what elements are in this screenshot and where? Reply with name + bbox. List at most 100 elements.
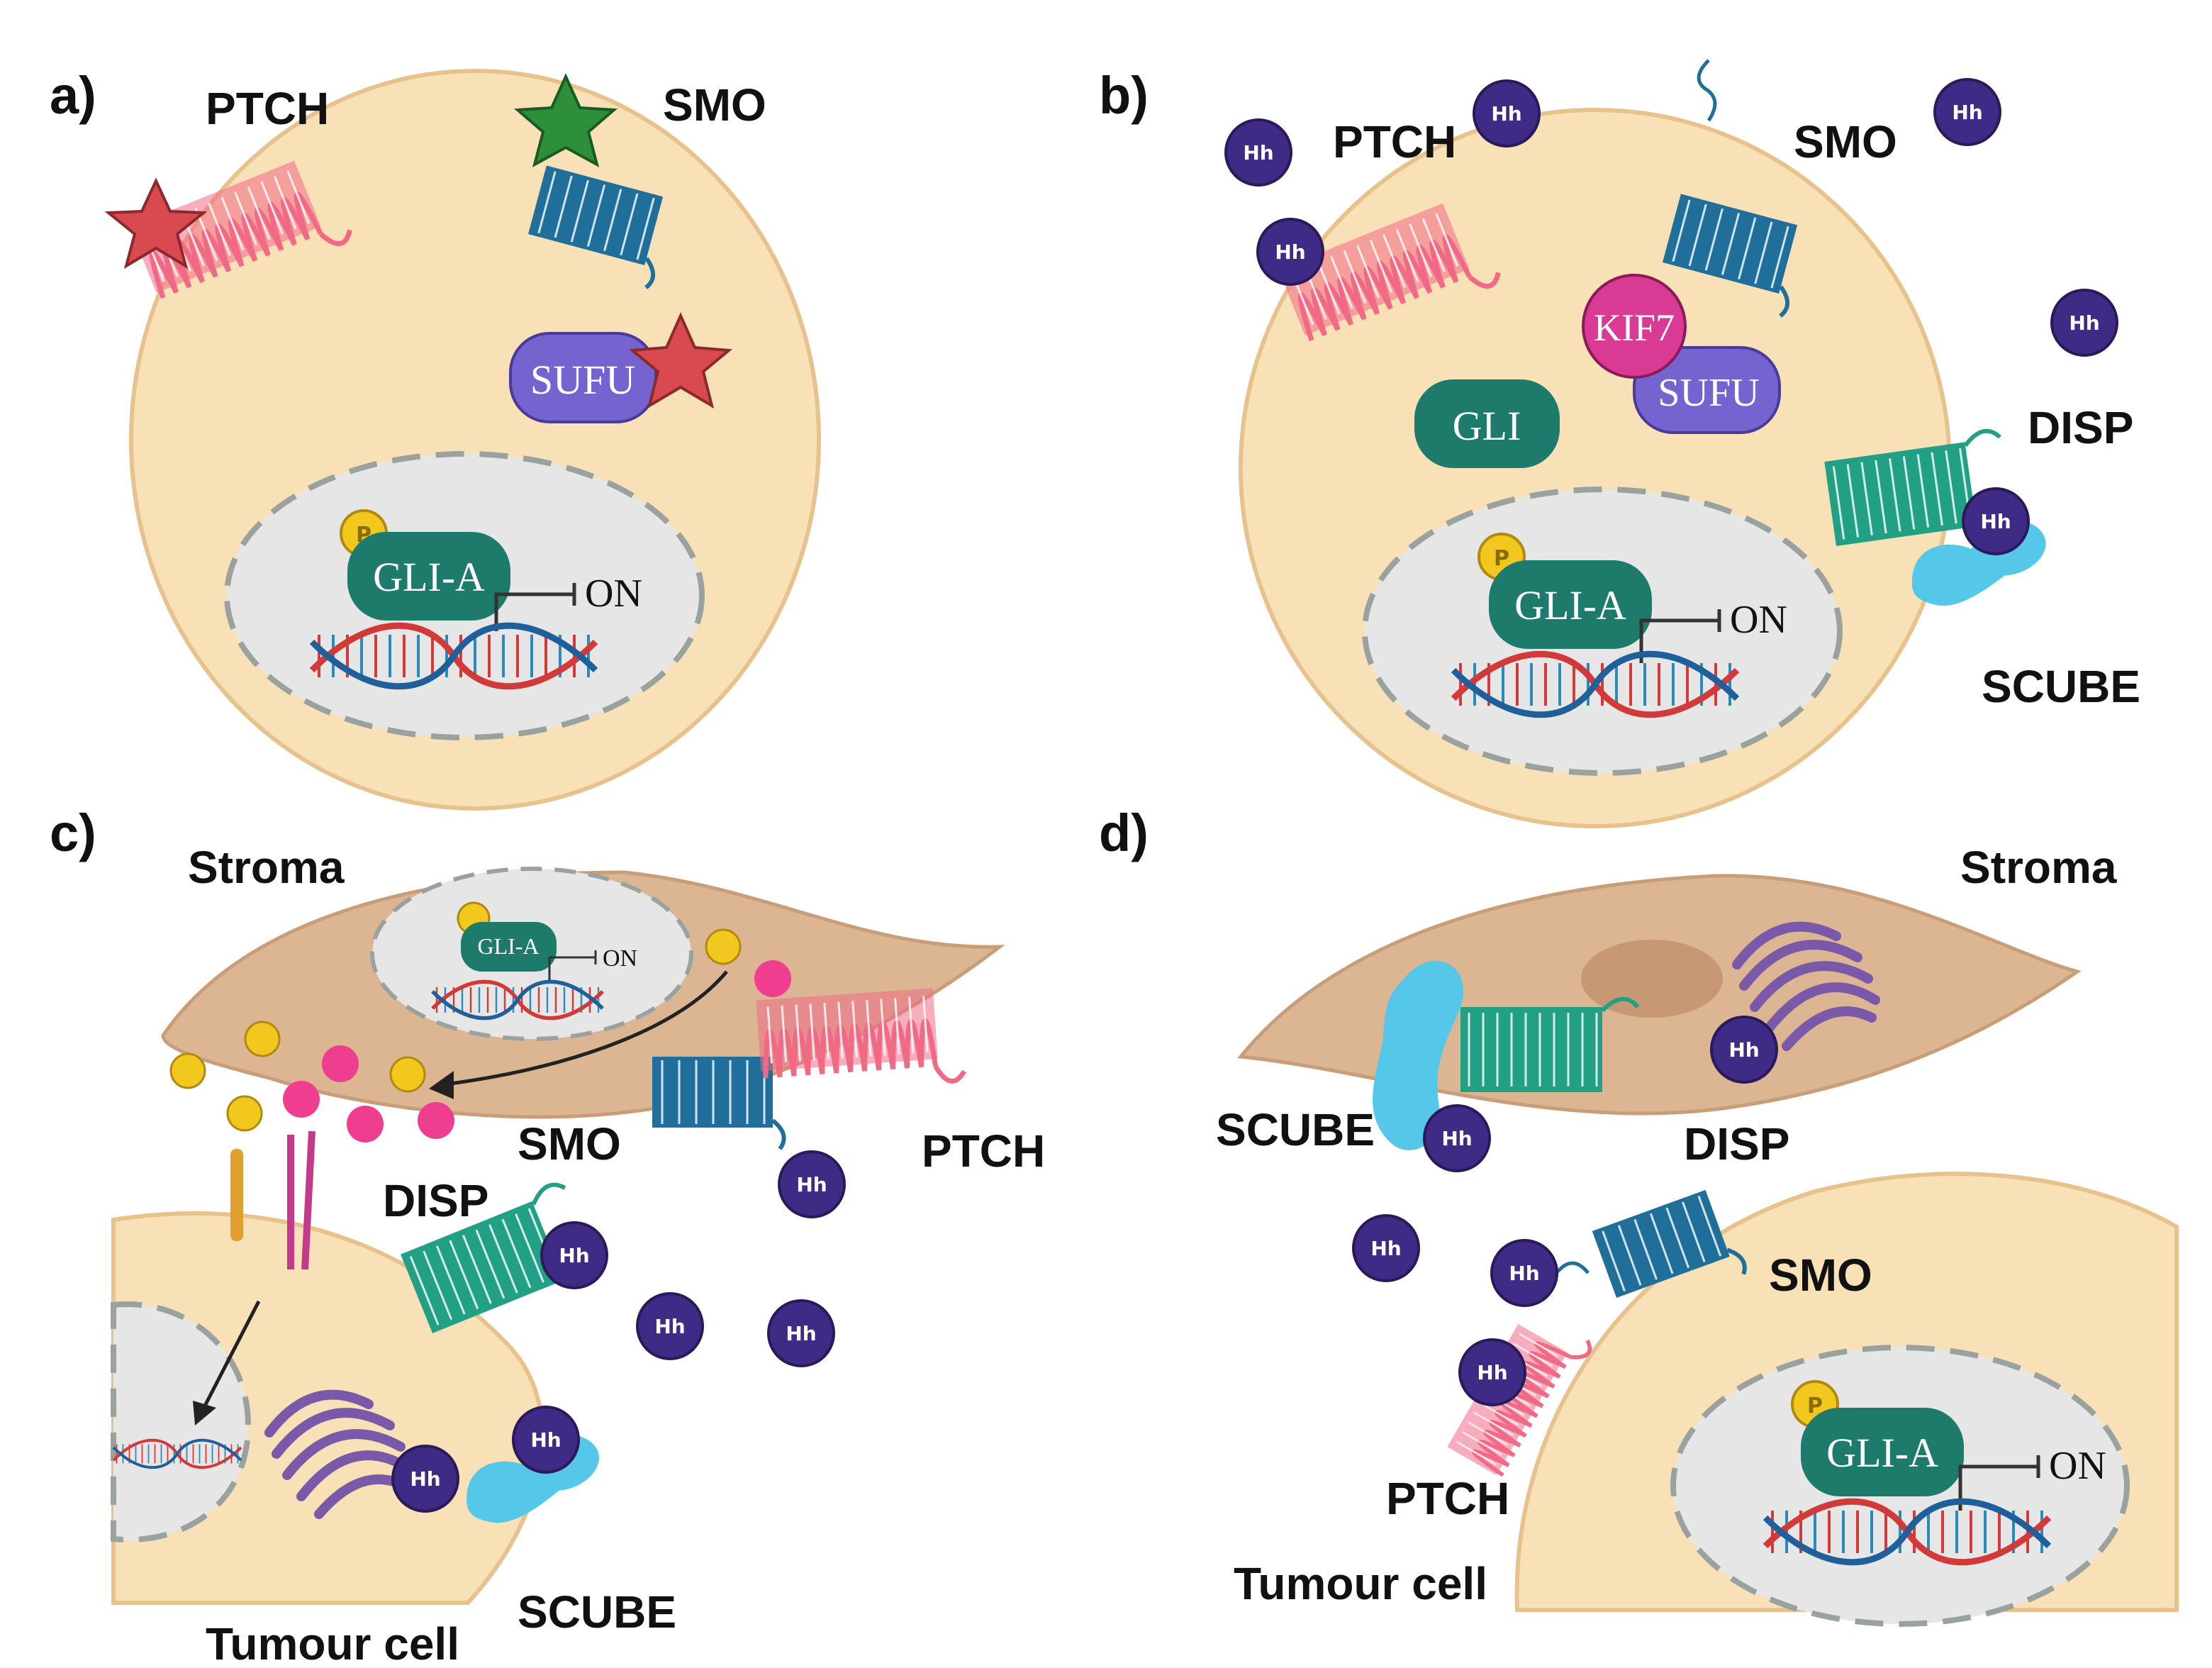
sufu-protein <box>1633 346 1781 434</box>
hh-label: Hh <box>1441 1127 1472 1150</box>
hh-ligand <box>1473 79 1541 148</box>
smo-label-a: SMO <box>663 79 766 130</box>
hh-ligand <box>1962 487 2030 555</box>
smo-label-b: SMO <box>1794 116 1897 167</box>
pink-receptor <box>287 1130 315 1270</box>
hh-label: Hh <box>1980 510 2011 533</box>
gli-a-label: GLI-A <box>373 554 485 600</box>
hh-ligand <box>1490 1239 1558 1307</box>
yellow-ligand <box>244 1021 281 1057</box>
disp-label-b: DISP <box>2028 402 2133 453</box>
panel-b: GLI SUFU KIF7 P GLI-A ON Hh Hh Hh Hh Hh … <box>1224 59 2118 828</box>
smo-label-c: SMO <box>518 1118 621 1169</box>
gli-a-protein <box>347 532 510 621</box>
phosphate-label: P <box>1807 1394 1823 1418</box>
hh-ligand <box>2050 289 2118 357</box>
panel-c: GLI-A ON Hh Hh Hh Hh <box>111 867 1005 1605</box>
gli-a-label: GLI-A <box>1514 582 1626 628</box>
disp-label-c: DISP <box>383 1175 488 1226</box>
panel-c-label: c) <box>50 804 96 862</box>
hh-ligand <box>636 1292 704 1360</box>
tumour-cell-label-c: Tumour cell <box>206 1618 459 1668</box>
yellow-ligand <box>169 1052 206 1089</box>
nucleus-c <box>111 1301 252 1543</box>
pink-ligand <box>754 960 791 997</box>
stroma-label-d: Stroma <box>1960 842 2117 893</box>
ptch-label-b: PTCH <box>1333 116 1456 167</box>
secretion-arrow <box>439 970 728 1087</box>
hh-label: Hh <box>796 1173 827 1196</box>
hh-label: Hh <box>410 1467 440 1491</box>
hh-ligand <box>1423 1104 1491 1172</box>
red-star-icon <box>104 177 208 269</box>
scube-protein <box>1373 960 1463 1150</box>
nucleus-stroma-d <box>1581 940 1723 1018</box>
scube-label-d: SCUBE <box>1216 1104 1375 1155</box>
kif7-label: KIF7 <box>1594 306 1675 349</box>
hh-ligand <box>540 1221 608 1289</box>
pink-ligand <box>283 1081 320 1118</box>
signal-arrow <box>200 1300 261 1413</box>
promoter-arrow <box>494 592 574 631</box>
gli-label: GLI <box>1453 403 1521 449</box>
stroma-label-c: Stroma <box>188 842 345 893</box>
scube-label-b: SCUBE <box>1982 661 2140 712</box>
on-label: ON <box>585 572 642 616</box>
ptch-label-a: PTCH <box>206 83 329 134</box>
hh-label: Hh <box>1491 102 1521 126</box>
hh-label: Hh <box>1275 240 1305 264</box>
hh-label: Hh <box>2069 311 2099 335</box>
panel-a-label: a) <box>50 66 96 125</box>
hh-ligand <box>1256 218 1324 286</box>
hh-ligand <box>512 1406 580 1474</box>
yellow-ligand <box>705 928 742 965</box>
hh-ligand <box>1710 1016 1778 1084</box>
promoter-arrow <box>1639 618 1719 663</box>
on-label: ON <box>1730 598 1787 642</box>
gli-a-protein <box>1801 1408 1964 1496</box>
on-label: ON <box>603 945 637 972</box>
hh-ligand-group: Hh Hh Hh Hh Hh Hh <box>391 1150 846 1513</box>
hh-label: Hh <box>1952 101 1982 124</box>
red-star-icon <box>628 312 733 409</box>
gli-a-label: GLI-A <box>477 933 539 959</box>
gli-a-protein <box>1489 560 1652 649</box>
scube-label-c: SCUBE <box>518 1586 676 1638</box>
ptch-label-d: PTCH <box>1386 1473 1509 1524</box>
disp-label-d: DISP <box>1684 1118 1789 1169</box>
pink-ligand <box>322 1045 359 1082</box>
gli-a-label: GLI-A <box>1826 1430 1938 1476</box>
hh-label: Hh <box>1370 1237 1401 1260</box>
yellow-ligand <box>389 1056 426 1093</box>
ptch-receptor <box>756 986 965 1094</box>
hh-label: Hh <box>1728 1038 1759 1062</box>
gli-a-protein <box>461 922 557 972</box>
panel-d-label: d) <box>1099 804 1149 862</box>
sufu-label: SUFU <box>530 357 635 403</box>
ptch-label-c: PTCH <box>922 1125 1045 1177</box>
hh-ligand <box>1352 1214 1420 1282</box>
hh-label: Hh <box>1477 1361 1507 1384</box>
pink-ligand <box>418 1102 454 1139</box>
hh-label: Hh <box>1509 1262 1539 1285</box>
panel-a: SUFU P GLI-A ON <box>104 69 821 811</box>
hh-label: Hh <box>786 1322 816 1345</box>
hh-ligand <box>767 1299 835 1367</box>
phosphate-label: P <box>1494 546 1509 571</box>
gli-protein <box>1414 379 1560 468</box>
green-star-icon <box>513 73 618 167</box>
hh-ligand-group: Hh Hh Hh Hh Hh <box>1352 1016 1778 1406</box>
hh-ligand <box>391 1445 459 1513</box>
hh-label: Hh <box>1243 141 1273 165</box>
panel-b-label: b) <box>1099 66 1149 125</box>
smo-label-d: SMO <box>1769 1250 1872 1301</box>
panel-d: P GLI-A ON Hh Hh Hh Hh Hh <box>1237 874 2179 1627</box>
orange-receptor <box>230 1149 243 1241</box>
hh-label: Hh <box>530 1428 561 1452</box>
hh-ligand <box>1224 118 1292 187</box>
kif7-protein <box>1582 274 1687 379</box>
hh-ligand <box>1458 1338 1526 1406</box>
yellow-ligand <box>226 1095 263 1132</box>
pink-ligand <box>347 1106 384 1142</box>
